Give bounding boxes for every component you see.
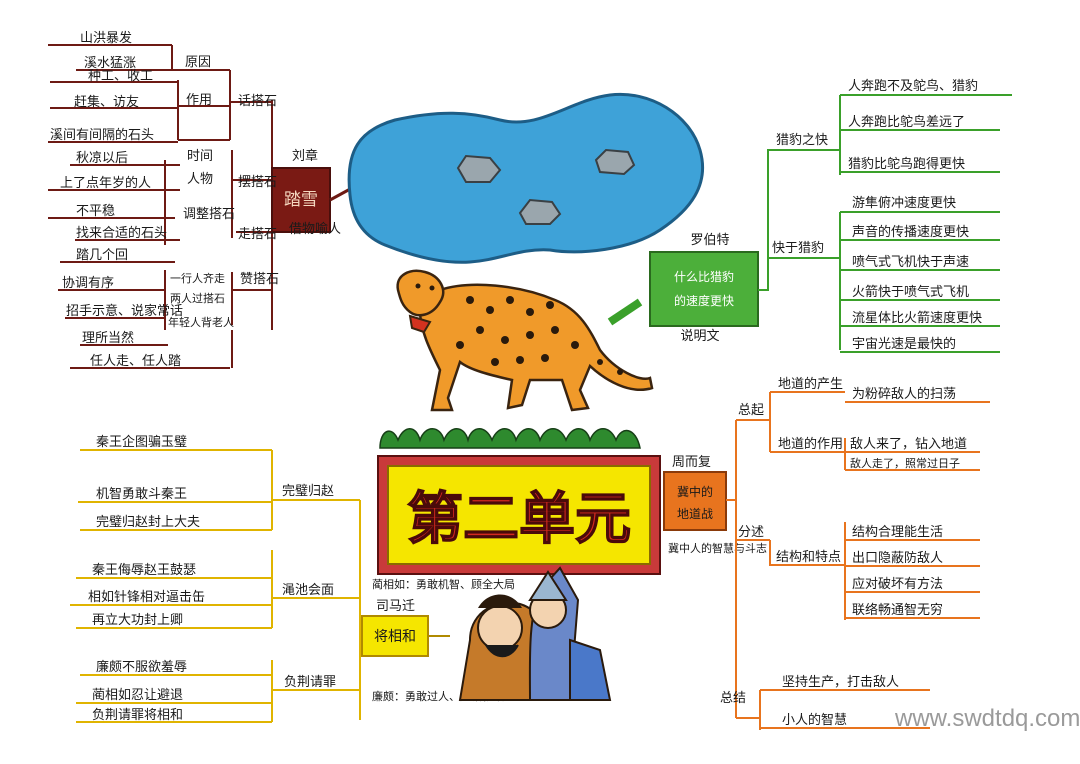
branch-mianchi: 渑池会面: [282, 583, 334, 598]
caption-jiewuyuren: 借物喻人: [289, 222, 341, 237]
sub-zuoyong-rb: 地道的作用: [778, 436, 843, 452]
leaf-lisuo: 理所当然: [82, 330, 134, 346]
center-label-jiangxianghe: 将相和: [374, 629, 416, 645]
center-label-didao-1: 冀中的: [677, 484, 713, 499]
leaf-lb-0: 秦王企图骗玉璧: [96, 434, 187, 450]
branch-liebao-kuai: 猎豹之快: [776, 133, 828, 148]
center-label-liebao-1: 什么比猎豹: [674, 269, 734, 284]
sub-jiegou: 结构和特点: [776, 550, 841, 565]
leaf-xietiao: 协调有序: [62, 276, 114, 291]
rb-labels: 总起 分述 总结 地道的产生 地道的作用 结构和特点 为粉碎敌人的扫荡 敌人来了…: [720, 376, 967, 728]
lb-labels: 完璧归赵 渑池会面 负荆请罪 秦王企图骗玉璧 机智勇敢斗秦王 完璧归赵封上大夫 …: [88, 434, 336, 723]
sub-chansheng: 地道的产生: [778, 376, 843, 392]
rt-labels: 猎豹之快 快于猎豹 人奔跑不及鸵鸟、猎豹 人奔跑比鸵鸟差远了 猎豹比鸵鸟跑得更快…: [772, 78, 982, 352]
leaf-rb-8: 小人的智慧: [782, 712, 847, 728]
leaf-rt-4: 声音的传播速度更快: [852, 224, 969, 240]
branch-zou: 走搭石: [238, 226, 277, 242]
grass-illustration: [379, 428, 641, 449]
leaf-lb-7: 蔺相如忍让避退: [92, 687, 183, 703]
lb-lines: [70, 449, 361, 723]
branch-fujing: 负荆请罪: [284, 674, 336, 690]
branch-zongjie: 总结: [720, 691, 746, 706]
leaf-nianshui: 上了点年岁的人: [60, 175, 151, 191]
branch-zan: 赞搭石: [240, 271, 279, 287]
sub-zuoyong: 作用: [186, 93, 212, 108]
leaf-zhaoshou: 招手示意、说家常话: [66, 303, 183, 319]
rb-lines: [726, 391, 990, 730]
leaf-zhonggong: 种工、收工: [88, 69, 153, 84]
lt-labels: 话搭石 摆搭石 走搭石 赞搭石 原因 作用 时间 人物 调整搭石 一行人齐走 两…: [50, 30, 279, 369]
branch-group-dashi: [48, 44, 273, 369]
author-simaqian: 司马迁: [376, 599, 415, 614]
sub-renwu: 人物: [187, 172, 213, 187]
leaf-xijian: 溪间有间隔的石头: [50, 127, 154, 143]
author-liuzhang: 刘章: [292, 148, 318, 164]
leaf-lb-2: 完璧归赵封上大夫: [96, 514, 200, 530]
caption-zhihui: 冀中人的智慧与斗志: [668, 541, 767, 555]
leaf-rb-3: 结构合理能生活: [852, 525, 943, 540]
branch-zongqi: 总起: [738, 403, 764, 418]
page-title: 第二单元: [407, 487, 631, 552]
leaf-rt-7: 流星体比火箭速度更快: [852, 310, 982, 326]
arrow-icon: [607, 298, 643, 326]
leaf-rt-0: 人奔跑不及鸵鸟、猎豹: [848, 78, 978, 94]
sub-tiaozheng: 调整搭石: [183, 206, 235, 222]
sub-nianqing: 年轻人背老人: [168, 315, 234, 329]
center-node-dashi: 踏雪 刘章 借物喻人: [271, 148, 353, 237]
leaf-rt-3: 游隼俯冲速度更快: [852, 195, 956, 211]
watermark: www.swdtdq.com: [894, 705, 1080, 732]
lake-illustration: [347, 92, 705, 264]
leaf-ganji: 赶集、访友: [74, 94, 139, 110]
sub-shijian: 时间: [187, 149, 213, 164]
leaf-lb-4: 相如针锋相对逼击缶: [88, 589, 205, 605]
note-lin: 蔺相如：勇敢机智、顾全大局: [372, 577, 515, 591]
leaf-rt-2: 猎豹比鸵鸟跑得更快: [848, 156, 965, 172]
leaf-shanhong: 山洪暴发: [80, 30, 132, 46]
branch-bai: 摆搭石: [238, 174, 277, 190]
leaf-rb-6: 联络畅通智无穷: [852, 602, 943, 618]
sub-yuanyin: 原因: [185, 55, 211, 70]
leaf-lb-1: 机智勇敢斗秦王: [96, 487, 187, 502]
sub-yixing: 一行人齐走: [170, 271, 225, 285]
leaf-lb-6: 廉颇不服欲羞辱: [96, 659, 187, 675]
leaf-rb-7: 坚持生产，打击敌人: [782, 675, 899, 690]
leaf-xishui: 溪水猛涨: [84, 56, 136, 71]
center-node-liebao: 什么比猎豹 的速度更快 罗伯特 说明文: [649, 233, 759, 344]
leaf-rt-5: 喷气式飞机快于声速: [852, 254, 969, 270]
generals-illustration: [458, 566, 612, 701]
branch-fenshu: 分述: [738, 525, 764, 540]
branch-hua: 话搭石: [238, 93, 277, 109]
leaf-rt-6: 火箭快于喷气式飞机: [852, 284, 969, 300]
sub-liangren: 两人过搭石: [170, 292, 225, 305]
leaf-rb-2: 敌人走了，照常过日子: [850, 456, 960, 470]
branch-wanbi: 完璧归赵: [282, 483, 334, 499]
leaf-qiuliang: 秋凉以后: [76, 151, 128, 166]
author-luobote: 罗伯特: [690, 233, 729, 248]
leaf-lb-5: 再立大功封上卿: [92, 613, 183, 628]
leaf-renzou: 任人走、任人踏: [90, 354, 181, 369]
leaf-rb-5: 应对破坏有方法: [852, 576, 943, 592]
leaf-rt-8: 宇宙光速是最快的: [852, 336, 956, 352]
leaf-rb-0: 为粉碎敌人的扫荡: [852, 386, 956, 402]
title-box: 第二单元: [377, 455, 661, 575]
rt-lines: [758, 94, 1012, 353]
author-zhouerfu: 周而复: [672, 455, 711, 470]
cheetah-illustration: [396, 269, 654, 412]
leaf-lb-8: 负荆请罪将相和: [92, 707, 183, 723]
center-label-didao-2: 地道战: [677, 507, 713, 521]
leaf-tajige: 踏几个回: [76, 248, 128, 263]
leaf-rt-1: 人奔跑比鸵鸟差远了: [848, 114, 965, 130]
leaf-rb-1: 敌人来了，钻入地道: [850, 437, 967, 452]
center-label-dashi: 踏雪: [284, 190, 318, 210]
genre-label: 说明文: [680, 329, 719, 344]
leaf-zhaolai: 找来合适的石头: [76, 225, 167, 241]
leaf-lb-3: 秦王侮辱赵王鼓瑟: [92, 563, 196, 578]
leaf-rb-4: 出口隐蔽防敌人: [852, 550, 943, 566]
branch-kuaiyu: 快于猎豹: [772, 241, 824, 256]
leaf-bupingwen: 不平稳: [76, 203, 115, 219]
center-label-liebao-2: 的速度更快: [674, 293, 734, 308]
